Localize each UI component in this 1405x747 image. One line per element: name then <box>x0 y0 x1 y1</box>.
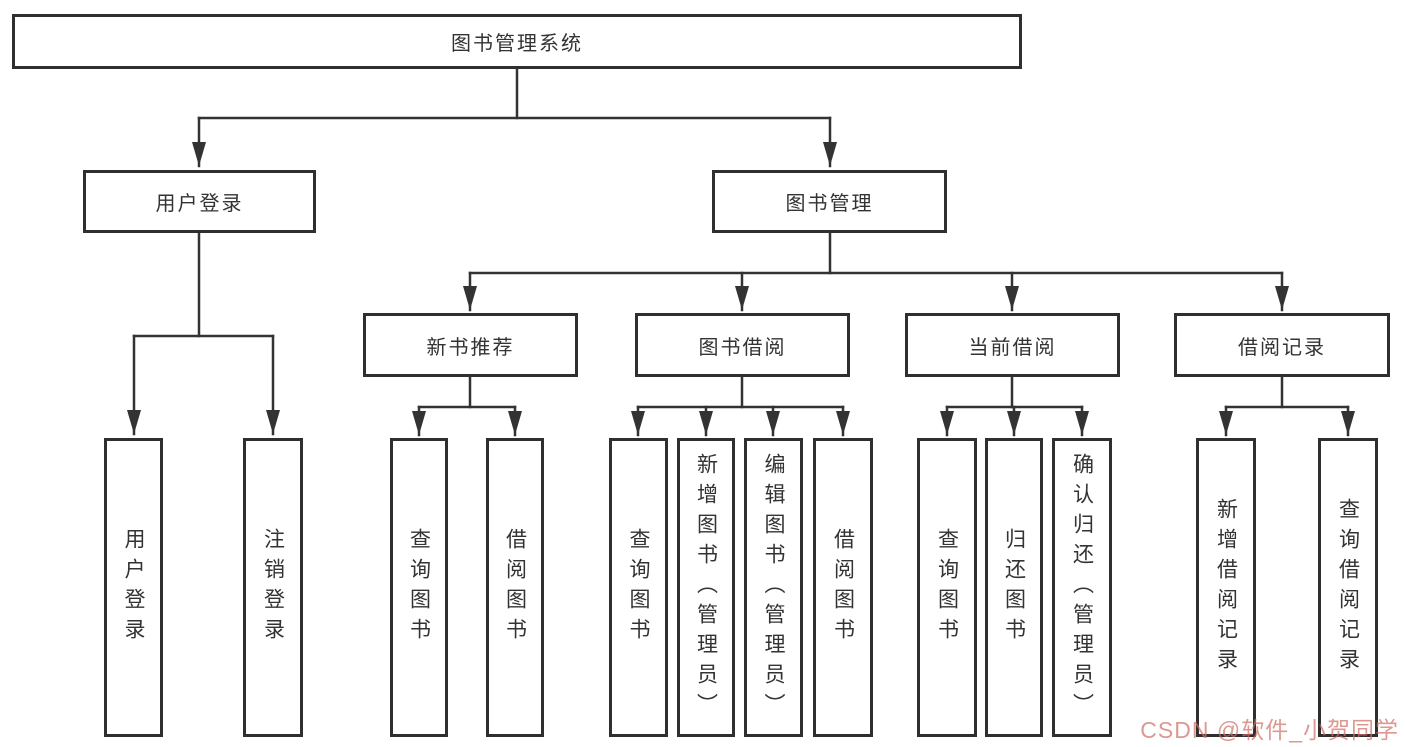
node-new-book-recommend: 新书推荐 <box>363 313 578 377</box>
csdn-watermark: CSDN @软件_小贺同学 <box>1140 717 1399 743</box>
edge-group <box>127 66 1355 437</box>
leaf-logout: 注销登录 <box>243 438 303 737</box>
node-user-login: 用户登录 <box>83 170 316 233</box>
leaf-records-query-borrow-record: 查询借阅记录 <box>1318 438 1378 737</box>
node-current-borrow: 当前借阅 <box>905 313 1120 377</box>
leaf-records-add-borrow-record: 新增借阅记录 <box>1196 438 1256 737</box>
node-borrow-records: 借阅记录 <box>1174 313 1390 377</box>
leaf-user-login: 用户登录 <box>104 438 163 737</box>
leaf-bookborrow-query-books: 查询图书 <box>609 438 668 737</box>
leaf-bookborrow-add-books-admin: 新增图书（管理员） <box>677 438 735 737</box>
node-book-borrow: 图书借阅 <box>635 313 850 377</box>
leaf-newbooks-query-books: 查询图书 <box>390 438 448 737</box>
leaf-newbooks-borrow-books: 借阅图书 <box>486 438 544 737</box>
node-book-management: 图书管理 <box>712 170 947 233</box>
leaf-currentborrow-query-books: 查询图书 <box>917 438 977 737</box>
leaf-currentborrow-return-books: 归还图书 <box>985 438 1043 737</box>
leaf-bookborrow-edit-books-admin: 编辑图书（管理员） <box>744 438 803 737</box>
leaf-currentborrow-confirm-return-admin: 确认归还（管理员） <box>1052 438 1112 737</box>
node-root-system: 图书管理系统 <box>12 14 1022 69</box>
leaf-bookborrow-borrow-books: 借阅图书 <box>813 438 873 737</box>
